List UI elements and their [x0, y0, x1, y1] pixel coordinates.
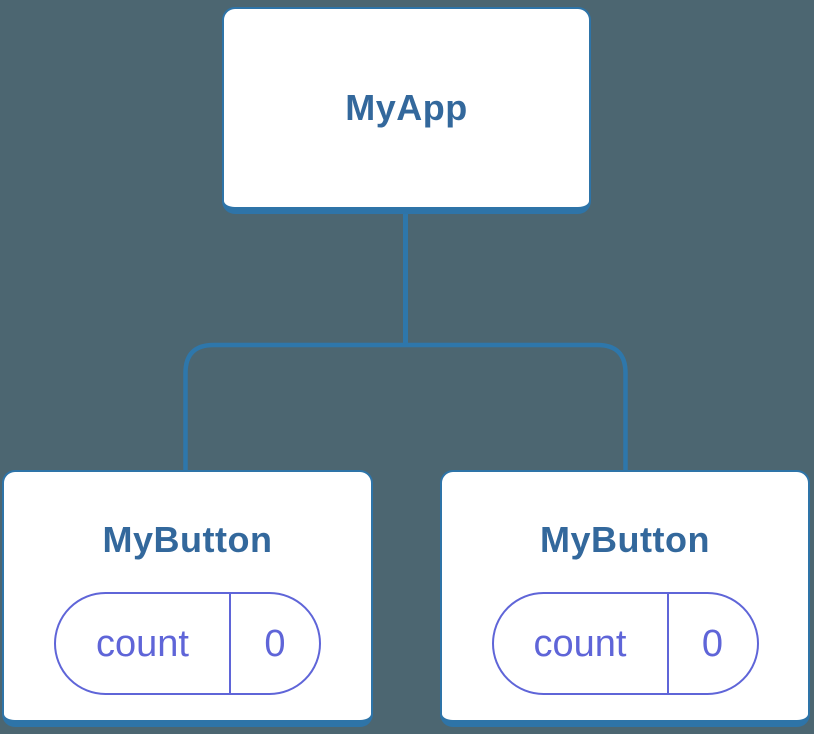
state-pill-divider	[666, 594, 669, 693]
component-label: MyButton	[102, 519, 273, 560]
connector-bracket	[183, 342, 628, 472]
state-name: count	[96, 622, 189, 665]
state-pill-divider	[229, 594, 231, 693]
state-value-cell: 0	[669, 594, 757, 693]
state-name-cell: count	[494, 594, 667, 693]
component-node-myapp: MyApp	[222, 7, 591, 214]
component-node-mybutton-left: MyButton count 0	[2, 470, 373, 727]
state-name: count	[533, 622, 627, 665]
state-value: 0	[264, 622, 286, 665]
state-value: 0	[701, 622, 724, 665]
component-node-mybutton-right: MyButton count 0	[440, 470, 810, 727]
component-label: MyButton	[540, 519, 710, 560]
component-label: MyApp	[345, 87, 468, 128]
state-name-cell: count	[56, 594, 229, 693]
state-pill: count 0	[491, 592, 759, 695]
state-value-cell: 0	[231, 594, 319, 693]
state-pill: count 0	[54, 592, 321, 695]
